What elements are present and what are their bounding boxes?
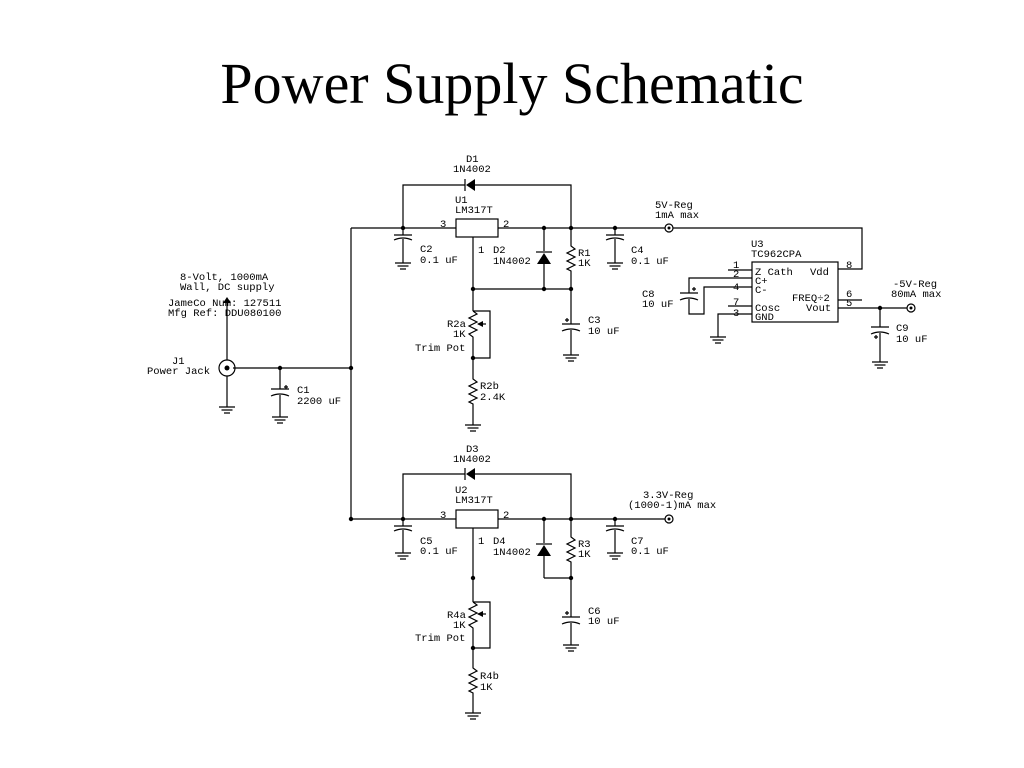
c7-ref: C7 [631, 536, 644, 548]
d4-part: 1N4002 [493, 547, 531, 559]
d2-part: 1N4002 [493, 256, 531, 268]
c8-value: 10 uF [642, 299, 674, 311]
c1-ref: C1 [297, 385, 310, 397]
c9-ref: C9 [896, 323, 909, 335]
supply-line4: Mfg Ref: DDU080100 [168, 308, 281, 320]
d2-ref: D2 [493, 245, 506, 257]
u3-cosc: Cosc [755, 303, 780, 315]
u3-box [751, 261, 839, 323]
u3-cminus: C- [755, 285, 768, 297]
r4a-ref: R4a [447, 610, 466, 622]
d1-part: 1N4002 [453, 164, 491, 176]
u1-pin3: 3 [440, 219, 446, 231]
r2b-value: 2.4K [480, 392, 506, 404]
j1-desc: Power Jack [147, 366, 210, 378]
u2-part: LM317T [455, 495, 493, 507]
c5-value: 0.1 uF [420, 546, 458, 558]
c4-ref: C4 [631, 245, 644, 257]
u3-pin5: 5 [846, 298, 852, 310]
u2-box [455, 509, 499, 529]
u3-pin7: 7 [733, 297, 739, 309]
r4b-value: 1K [480, 682, 493, 694]
out5-spec: 1mA max [655, 210, 699, 222]
r4b-ref: R4b [480, 671, 499, 683]
u3-pin3: 3 [733, 308, 739, 320]
regulator-5v-section: D1 1N4002 U1 LM317T 3 2 1 C2 0.1 uF D2 1… [351, 154, 863, 432]
out33-terminal [664, 514, 674, 524]
d3-ref: D3 [466, 444, 479, 456]
r2b-ref: R2b [480, 381, 499, 393]
u3-pin1: 1 [733, 260, 739, 272]
c2-ref: C2 [420, 244, 433, 256]
u2-pin3: 3 [440, 510, 446, 522]
c3-ref: C3 [588, 315, 601, 327]
r2a-ref: R2a [447, 319, 466, 331]
j1-ref: J1 [172, 356, 185, 368]
u3-vout: Vout [806, 303, 831, 315]
outm5-spec: 80mA max [891, 289, 941, 301]
u3-part: TC962CPA [751, 249, 802, 261]
c5-ref: C5 [420, 536, 433, 548]
u3-gnd: GND [755, 312, 774, 324]
u1-pin1: 1 [478, 245, 484, 257]
r4a-value: 1K [453, 620, 466, 632]
supply-line2: Wall, DC supply [180, 282, 275, 294]
c1-value: 2200 uF [297, 396, 341, 408]
u2-ref: U2 [455, 485, 468, 497]
page-title: Power Supply Schematic [220, 51, 804, 116]
u1-box [455, 218, 499, 238]
d1-ref: D1 [466, 154, 479, 166]
c3-value: 10 uF [588, 326, 620, 338]
u3-vdd: Vdd [810, 267, 829, 279]
d4-ref: D4 [493, 536, 506, 548]
out33-spec: (1000-1)mA max [628, 500, 716, 512]
u3-pin6: 6 [846, 289, 852, 301]
u1-part: LM317T [455, 205, 493, 217]
u3-pin4: 4 [733, 282, 739, 294]
c6-value: 10 uF [588, 616, 620, 628]
r3-value: 1K [578, 549, 591, 561]
u3-cplus: C+ [755, 276, 768, 288]
c7-value: 0.1 uF [631, 546, 669, 558]
polarity-marks [284, 287, 878, 615]
u3-pin2: 2 [733, 269, 739, 281]
c2-value: 0.1 uF [420, 255, 458, 267]
c9-value: 10 uF [896, 334, 928, 346]
u1-pin2: 2 [503, 219, 509, 231]
c6-ref: C6 [588, 606, 601, 618]
u3-zcath: Z Cath [755, 267, 793, 279]
r2a-value: 1K [453, 329, 466, 341]
u3-freq: FREQ÷2 [792, 293, 830, 305]
u1-ref: U1 [455, 195, 468, 207]
r2a-desc: Trim Pot [415, 343, 465, 355]
supply-line1: 8-Volt, 1000mA [180, 272, 269, 284]
r4a-desc: Trim Pot [415, 633, 465, 645]
input-section: 8-Volt, 1000mA Wall, DC supply JameCo Nu… [147, 228, 354, 519]
outm5-terminal [906, 303, 916, 313]
u2-pin1: 1 [478, 536, 484, 548]
supply-line3: JameCo Num: 127511 [168, 298, 281, 310]
outm5-name: -5V-Reg [893, 279, 937, 291]
u2-pin2: 2 [503, 510, 509, 522]
c8-ref: C8 [642, 289, 655, 301]
r1-value: 1K [578, 258, 591, 270]
u3-pin8: 8 [846, 260, 852, 272]
r3-ref: R3 [578, 539, 591, 551]
regulator-3v3-section: D3 1N4002 U2 LM317T 3 2 1 3.3V-Reg (1000… [348, 444, 716, 720]
r1-ref: R1 [578, 248, 591, 260]
c4-value: 0.1 uF [631, 256, 669, 268]
u3-ref: U3 [751, 239, 764, 251]
out5-name: 5V-Reg [655, 200, 693, 212]
inverter-section: U3 TC962CPA 1 2 4 7 3 8 6 5 Z Cath C+ C-… [642, 239, 941, 369]
out33-name: 3.3V-Reg [643, 490, 693, 502]
d3-part: 1N4002 [453, 454, 491, 466]
